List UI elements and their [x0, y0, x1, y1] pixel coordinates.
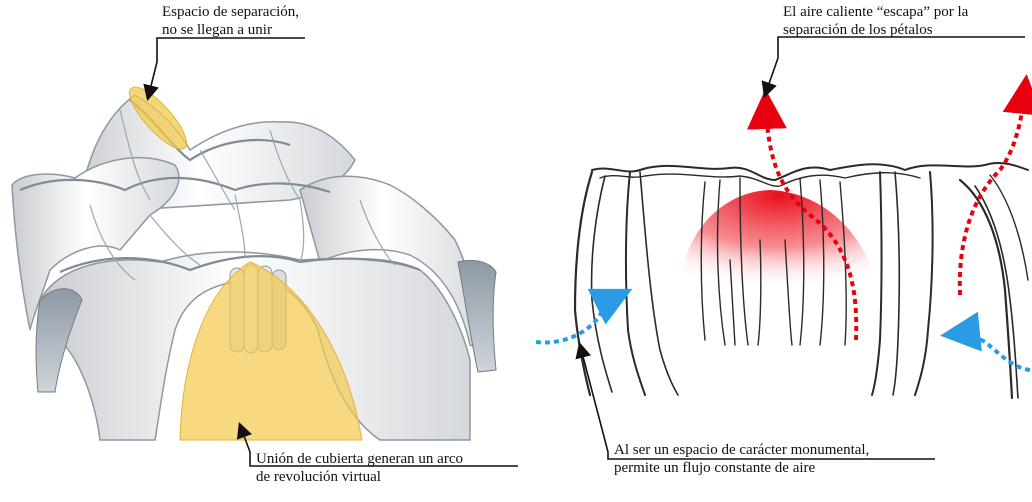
sketch-leg-right-inner — [975, 186, 1018, 398]
sketch-leg-left-outer — [575, 172, 592, 395]
annotation-gap: Espacio de separación, no se llegan a un… — [162, 3, 299, 39]
sketch-col-4 — [893, 172, 899, 395]
annotation-arch-line2: de revolución virtual — [256, 468, 463, 486]
sketch-col-5 — [915, 172, 933, 395]
hot-air-arrow-right — [960, 90, 1025, 295]
annotation-arch-line1: Unión de cubierta generan un arco — [256, 450, 463, 468]
annotation-gap-line1: Espacio de separación, — [162, 3, 299, 21]
sketch-col-2 — [640, 172, 678, 395]
annotation-arch: Unión de cubierta generan un arco de rev… — [256, 450, 463, 486]
annotation-flow-line1: Al ser un espacio de carácter monumental… — [614, 441, 869, 459]
sketch-roofline — [592, 163, 1028, 180]
annotation-flow: Al ser un espacio de carácter monumental… — [614, 441, 869, 477]
leader-hot-air — [765, 37, 1025, 95]
annotation-hot-air-line1: El aire caliente “escapa” por la — [783, 3, 968, 21]
annotation-hot-air: El aire caliente “escapa” por la separac… — [783, 3, 968, 39]
shell-model-3d — [12, 80, 496, 440]
sketch-elevation — [575, 163, 1028, 398]
cool-air-arrow-right — [956, 334, 1030, 370]
annotation-flow-line2: permite un flujo constante de aire — [614, 459, 869, 477]
leader-gap — [148, 38, 305, 98]
sketch-leg-left-inner — [592, 176, 612, 392]
annotation-hot-air-line2: separación de los pétalos — [783, 21, 968, 39]
annotation-gap-line2: no se llegan a unir — [162, 21, 299, 39]
sketch-leg-right-outer — [960, 180, 1012, 398]
